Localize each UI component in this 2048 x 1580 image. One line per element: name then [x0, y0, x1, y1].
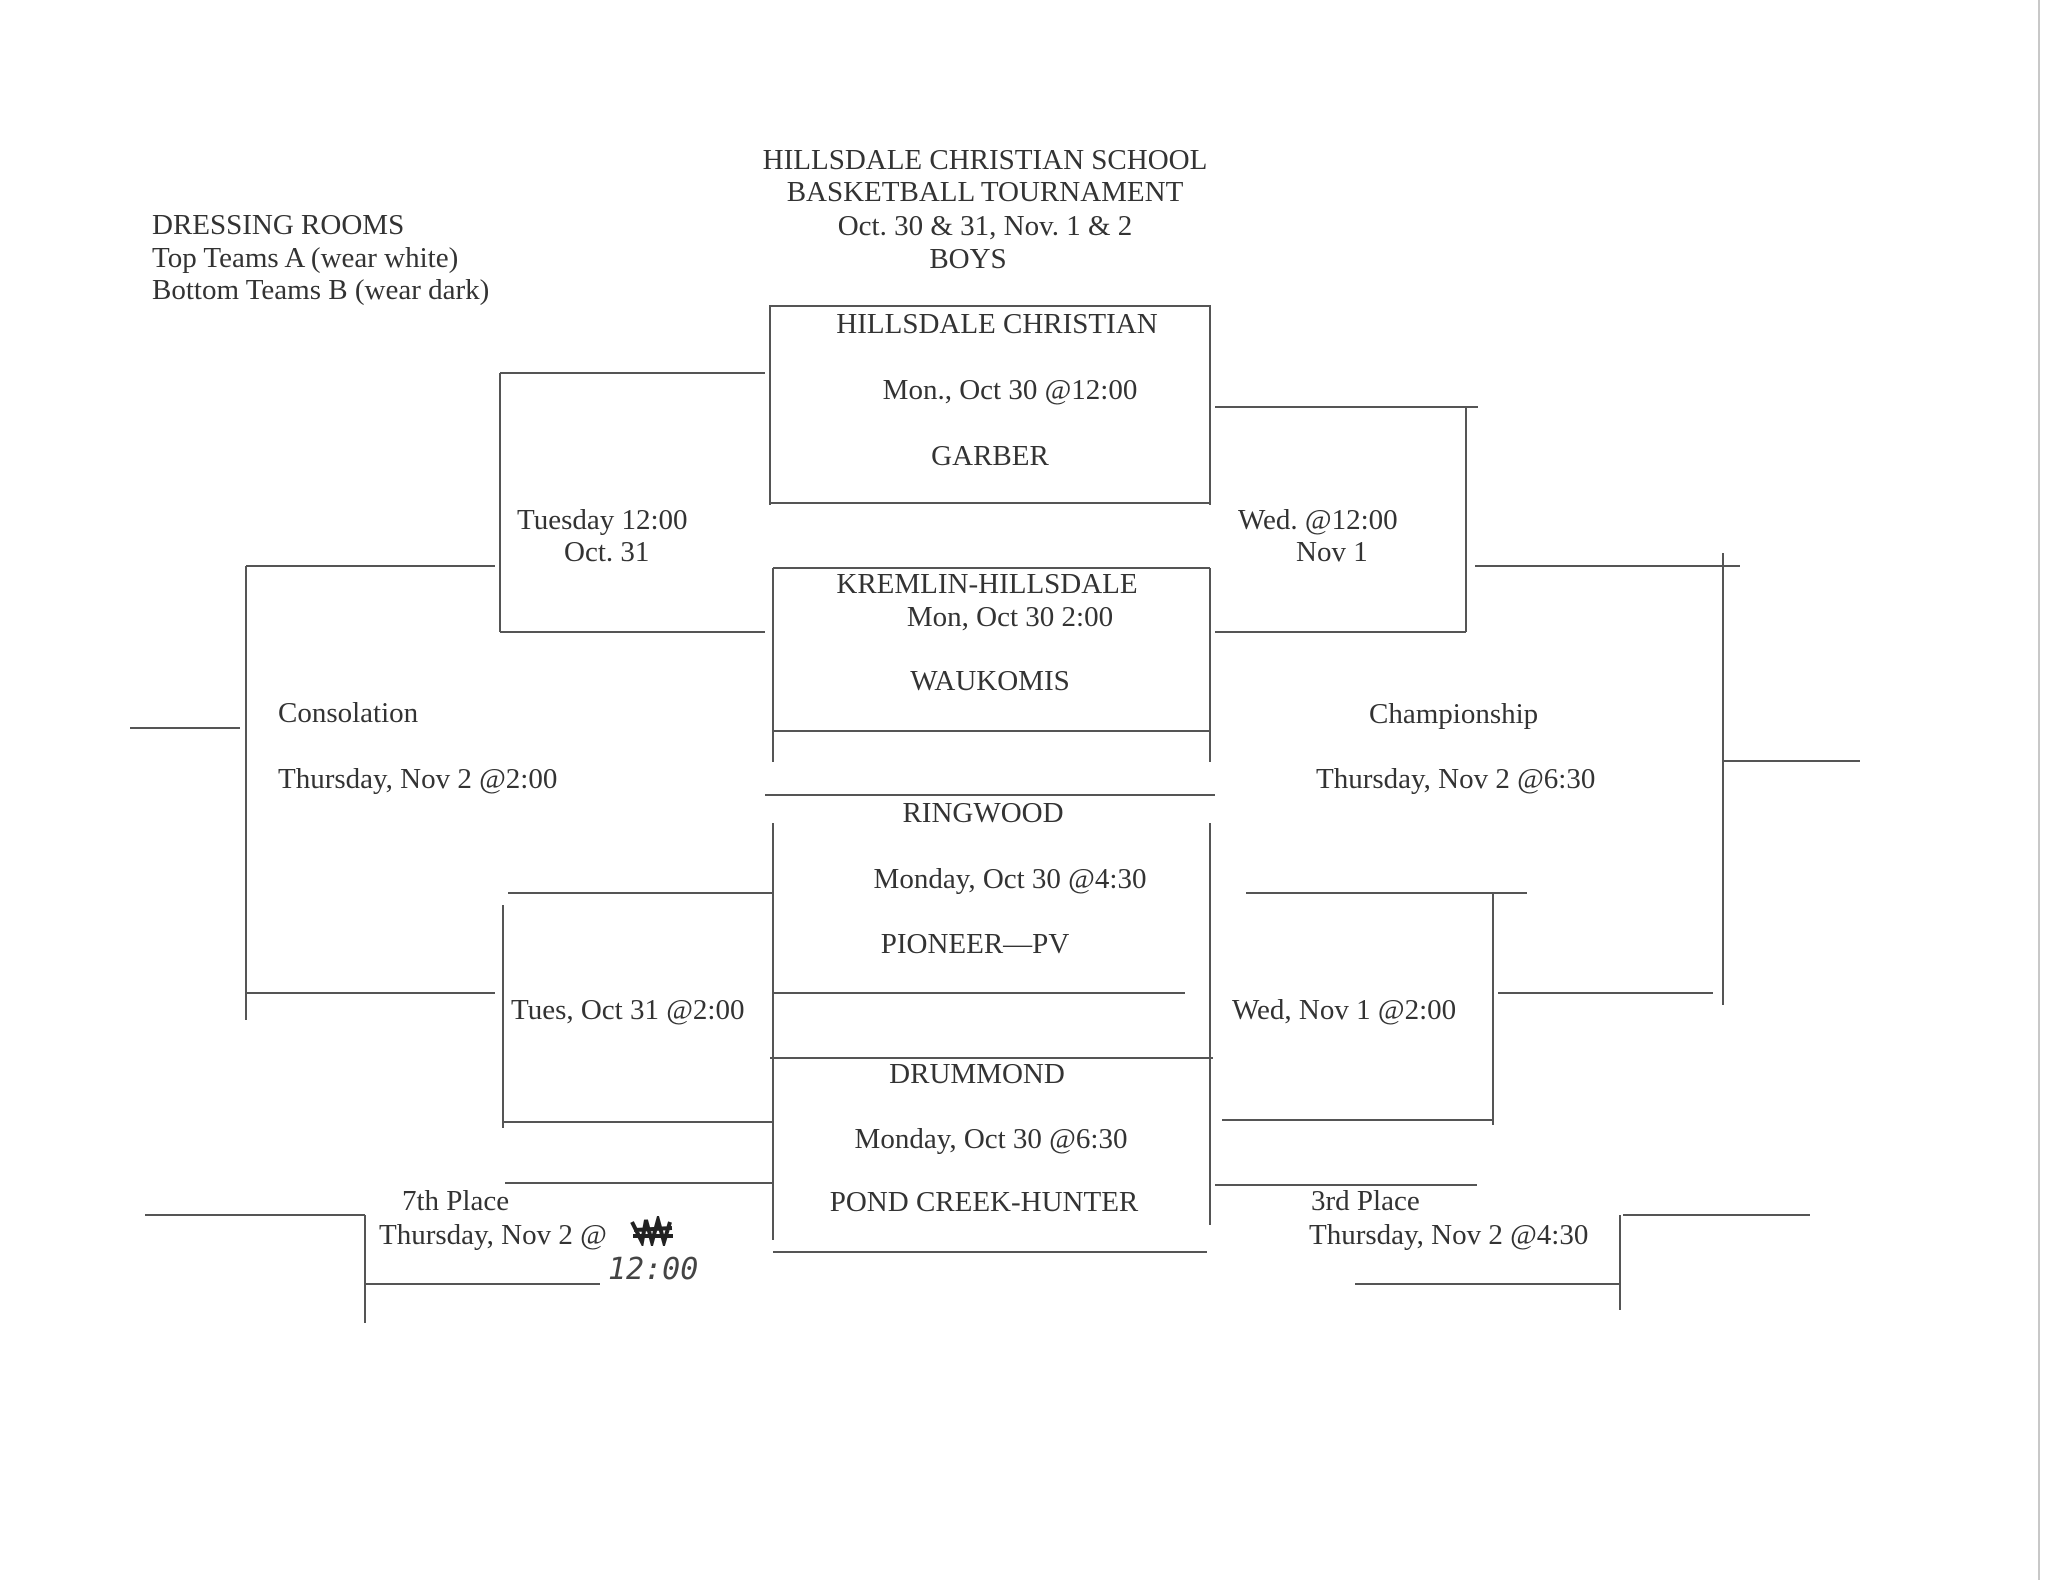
- seventh-place-label: 7th Place: [402, 1185, 510, 1217]
- dressing-rooms-title: DRESSING ROOMS: [152, 209, 405, 241]
- game4-team-b: POND CREEK-HUNTER: [829, 1186, 1139, 1218]
- right-top-semifinal-date: Nov 1: [1296, 536, 1368, 568]
- game4-team-a: DRUMMOND: [889, 1058, 1065, 1090]
- page-edge: [2038, 0, 2040, 1580]
- third-place-time: Thursday, Nov 2 @4:30: [1309, 1219, 1589, 1251]
- school-title: HILLSDALE CHRISTIAN SCHOOL: [762, 144, 1208, 176]
- consolation-time: Thursday, Nov 2 @2:00: [278, 763, 558, 795]
- game1-team-a: HILLSDALE CHRISTIAN: [836, 308, 1158, 340]
- game3-team-a: RINGWOOD: [902, 797, 1064, 829]
- scribble-mark: [630, 1216, 673, 1246]
- right-top-semifinal-time: Wed. @12:00: [1238, 504, 1398, 536]
- championship-time: Thursday, Nov 2 @6:30: [1316, 763, 1596, 795]
- right-bottom-semifinal-time: Wed, Nov 1 @2:00: [1232, 994, 1457, 1026]
- game3-time: Monday, Oct 30 @4:30: [873, 863, 1147, 895]
- left-top-semifinal-date: Oct. 31: [564, 536, 650, 568]
- dressing-rooms-top: Top Teams A (wear white): [152, 242, 459, 274]
- championship-label: Championship: [1369, 698, 1539, 730]
- seventh-place-time: Thursday, Nov 2 @: [379, 1219, 607, 1251]
- left-top-semifinal-time: Tuesday 12:00: [517, 504, 688, 536]
- seventh-place-handwritten-time: 12:00: [608, 1252, 699, 1287]
- game1-time: Mon., Oct 30 @12:00: [882, 374, 1138, 406]
- game1-team-b: GARBER: [931, 440, 1049, 472]
- game2-time: Mon, Oct 30 2:00: [906, 601, 1114, 633]
- game3-team-b: PIONEER—PV: [880, 928, 1070, 960]
- consolation-label: Consolation: [278, 697, 419, 729]
- division-label: BOYS: [929, 243, 1007, 275]
- game2-team-b: WAUKOMIS: [910, 665, 1070, 697]
- game4-time: Monday, Oct 30 @6:30: [854, 1123, 1128, 1155]
- third-place-label: 3rd Place: [1311, 1185, 1420, 1217]
- game2-team-a: KREMLIN-HILLSDALE: [836, 568, 1138, 600]
- left-bottom-semifinal-time: Tues, Oct 31 @2:00: [511, 994, 745, 1026]
- event-title: BASKETBALL TOURNAMENT: [786, 176, 1184, 208]
- dressing-rooms-bottom: Bottom Teams B (wear dark): [152, 274, 490, 306]
- tournament-dates: Oct. 30 & 31, Nov. 1 & 2: [837, 210, 1133, 242]
